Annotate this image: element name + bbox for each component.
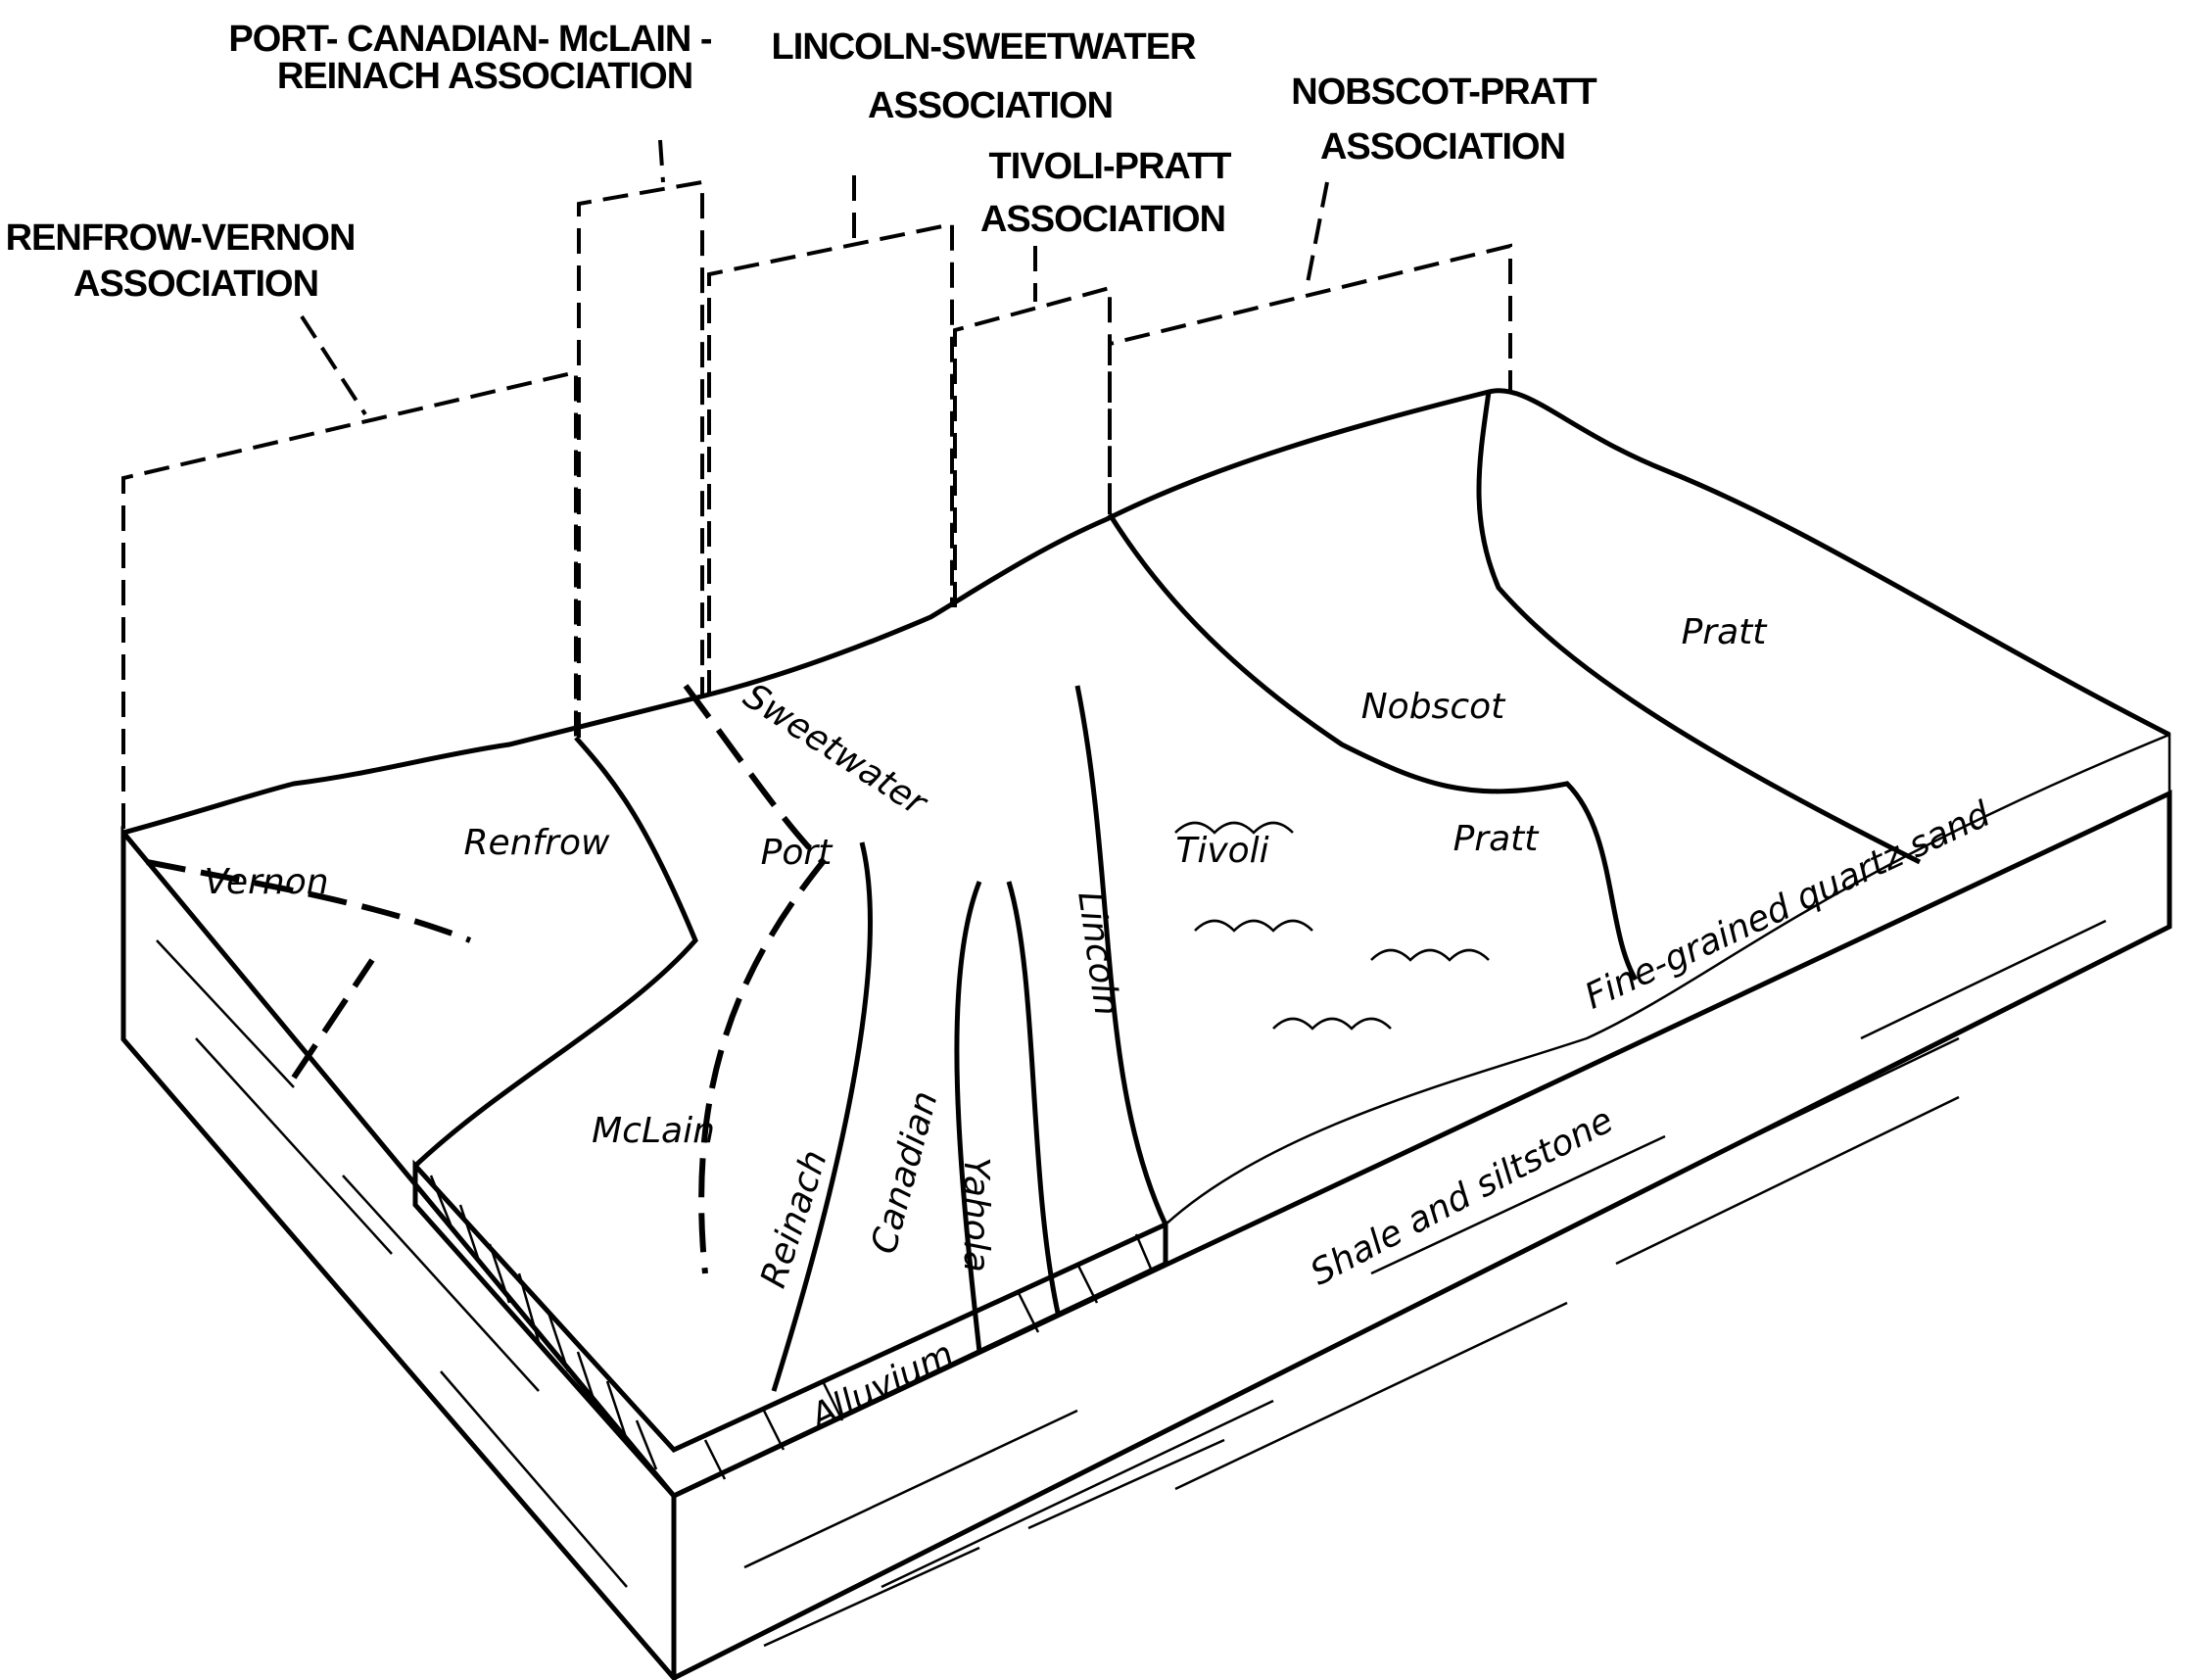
block-outline [120, 733, 2172, 1680]
nobscot-pratt-label-2: ASSOCIATION [1320, 126, 1565, 168]
association-leaders [121, 139, 1512, 829]
lincoln-sweetwater-label: LINCOLN-SWEETWATER [771, 26, 1196, 68]
sand-layer [1165, 733, 2171, 1225]
renfrow-vernon-label-2: ASSOCIATION [73, 264, 318, 305]
tivoli-pratt-label: TIVOLI-PRATT [989, 146, 1232, 187]
renfrow-soil-label: Renfrow [464, 823, 610, 863]
left-face [120, 826, 677, 1680]
front-face [672, 790, 2172, 1680]
renfrow-vernon-label: RENFROW-VERNON [6, 217, 356, 259]
pratt-upland-soil-label: Pratt [1682, 612, 1769, 652]
pratt-soil-label: Pratt [1453, 819, 1541, 859]
terrain [122, 388, 2171, 1392]
lincoln-sweetwater-label-2: ASSOCIATION [868, 85, 1113, 126]
sweetwater-soil-label: Sweetwater [737, 676, 935, 825]
strata-lines [156, 919, 2107, 1648]
yahola-soil-label: Yahola [956, 1157, 996, 1272]
port-soil-label: Port [761, 833, 834, 873]
lincoln-soil-label: Lincoln [1070, 888, 1126, 1018]
nobscot-soil-label: Nobscot [1361, 687, 1506, 727]
port-canadian-label: PORT- CANADIAN- McLAIN - [228, 19, 712, 60]
tivoli-soil-label: Tivoli [1175, 831, 1268, 871]
mclain-soil-label: McLain [592, 1111, 715, 1151]
vernon-soil-label: Vernon [204, 862, 328, 902]
tivoli-pratt-label-2: ASSOCIATION [980, 199, 1225, 240]
nobscot-pratt-label: NOBSCOT-PRATT [1291, 72, 1596, 113]
canadian-soil-label: Canadian [864, 1087, 946, 1259]
shale-stratum-label: Shale and siltstone [1304, 1100, 1619, 1293]
port-canadian-label-2: REINACH ASSOCIATION [277, 56, 692, 97]
